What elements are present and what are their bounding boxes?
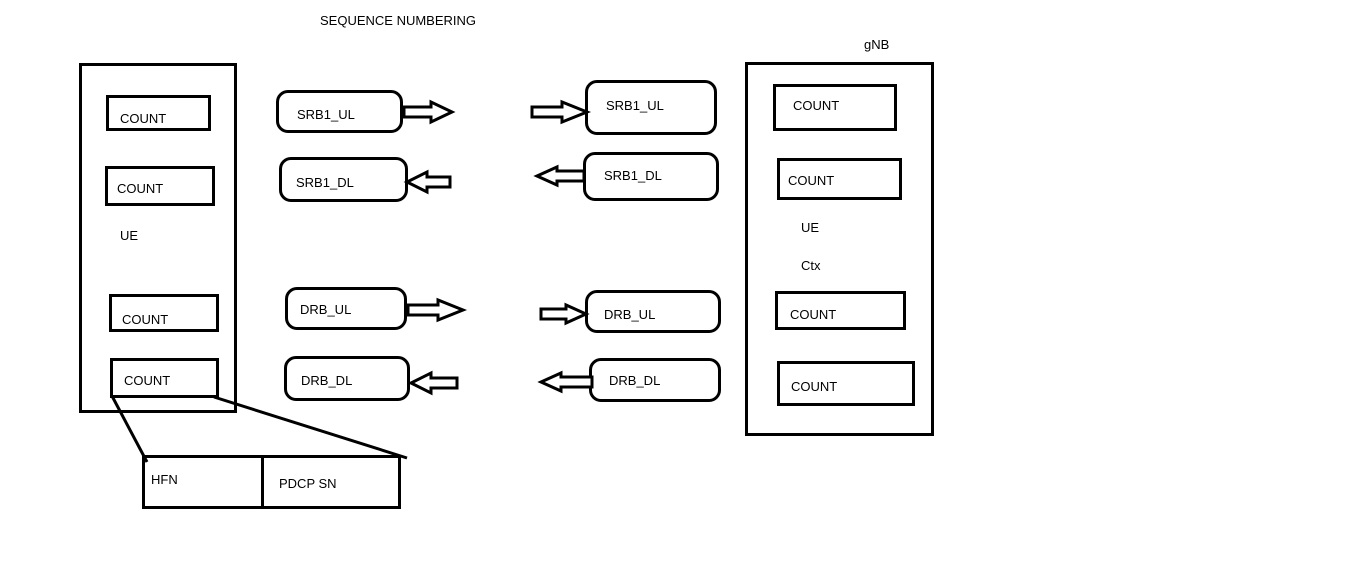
ue-count-label-2: COUNT <box>117 181 164 196</box>
count-breakdown-divider <box>261 458 264 506</box>
gnb-count-box-2: COUNT <box>777 158 902 200</box>
gnb-title: gNB <box>864 37 890 52</box>
diagram-title: SEQUENCE NUMBERING <box>320 13 477 28</box>
right-bearer-label-4: DRB_DL <box>609 373 661 388</box>
ue-label: UE <box>120 228 139 243</box>
gnb-count-box-3: COUNT <box>775 291 906 330</box>
ue-count-label-4: COUNT <box>124 373 171 388</box>
arrow-left-icon <box>537 370 594 394</box>
pdcp-sn-label: PDCP SN <box>279 476 337 491</box>
right-bearer-drb-ul: DRB_UL <box>585 290 721 333</box>
ue-count-box-1: COUNT <box>106 95 211 131</box>
arrow-left-icon <box>403 169 452 195</box>
left-bearer-label-1: SRB1_UL <box>297 107 355 122</box>
right-bearer-srb1-ul: SRB1_UL <box>585 80 717 135</box>
right-bearer-label-3: DRB_UL <box>604 307 656 322</box>
left-bearer-label-4: DRB_DL <box>301 373 353 388</box>
arrow-left-icon <box>407 370 459 396</box>
gnb-ue-label: UE <box>801 220 820 235</box>
left-bearer-srb1-ul: SRB1_UL <box>276 90 403 133</box>
arrow-right-icon <box>530 99 592 125</box>
gnb-count-box-1: COUNT <box>773 84 897 131</box>
expansion-line-left <box>110 395 149 463</box>
gnb-count-label-4: COUNT <box>791 379 838 394</box>
gnb-count-label-2: COUNT <box>788 173 835 188</box>
left-bearer-label-2: SRB1_DL <box>296 175 354 190</box>
count-breakdown-box: HFN PDCP SN <box>142 455 401 509</box>
arrow-right-icon <box>539 302 590 326</box>
arrow-left-icon <box>533 164 586 188</box>
arrow-right-icon <box>406 297 468 323</box>
ue-count-box-2: COUNT <box>105 166 215 206</box>
ue-count-label-1: COUNT <box>120 111 167 126</box>
left-bearer-drb-ul: DRB_UL <box>285 287 407 330</box>
gnb-container <box>745 62 934 436</box>
hfn-label: HFN <box>151 472 178 487</box>
expansion-line-right <box>213 395 408 460</box>
gnb-ctx-label: Ctx <box>801 258 821 273</box>
ue-count-box-3: COUNT <box>109 294 219 332</box>
ue-container <box>79 63 237 413</box>
arrow-right-icon <box>402 99 456 125</box>
left-bearer-label-3: DRB_UL <box>300 302 352 317</box>
ue-count-box-4: COUNT <box>110 358 219 398</box>
ue-count-label-3: COUNT <box>122 312 169 327</box>
gnb-count-label-1: COUNT <box>793 98 840 113</box>
left-bearer-drb-dl: DRB_DL <box>284 356 410 401</box>
gnb-count-box-4: COUNT <box>777 361 915 406</box>
left-bearer-srb1-dl: SRB1_DL <box>279 157 408 202</box>
gnb-count-label-3: COUNT <box>790 307 837 322</box>
right-bearer-label-1: SRB1_UL <box>606 98 664 113</box>
right-bearer-label-2: SRB1_DL <box>604 168 662 183</box>
